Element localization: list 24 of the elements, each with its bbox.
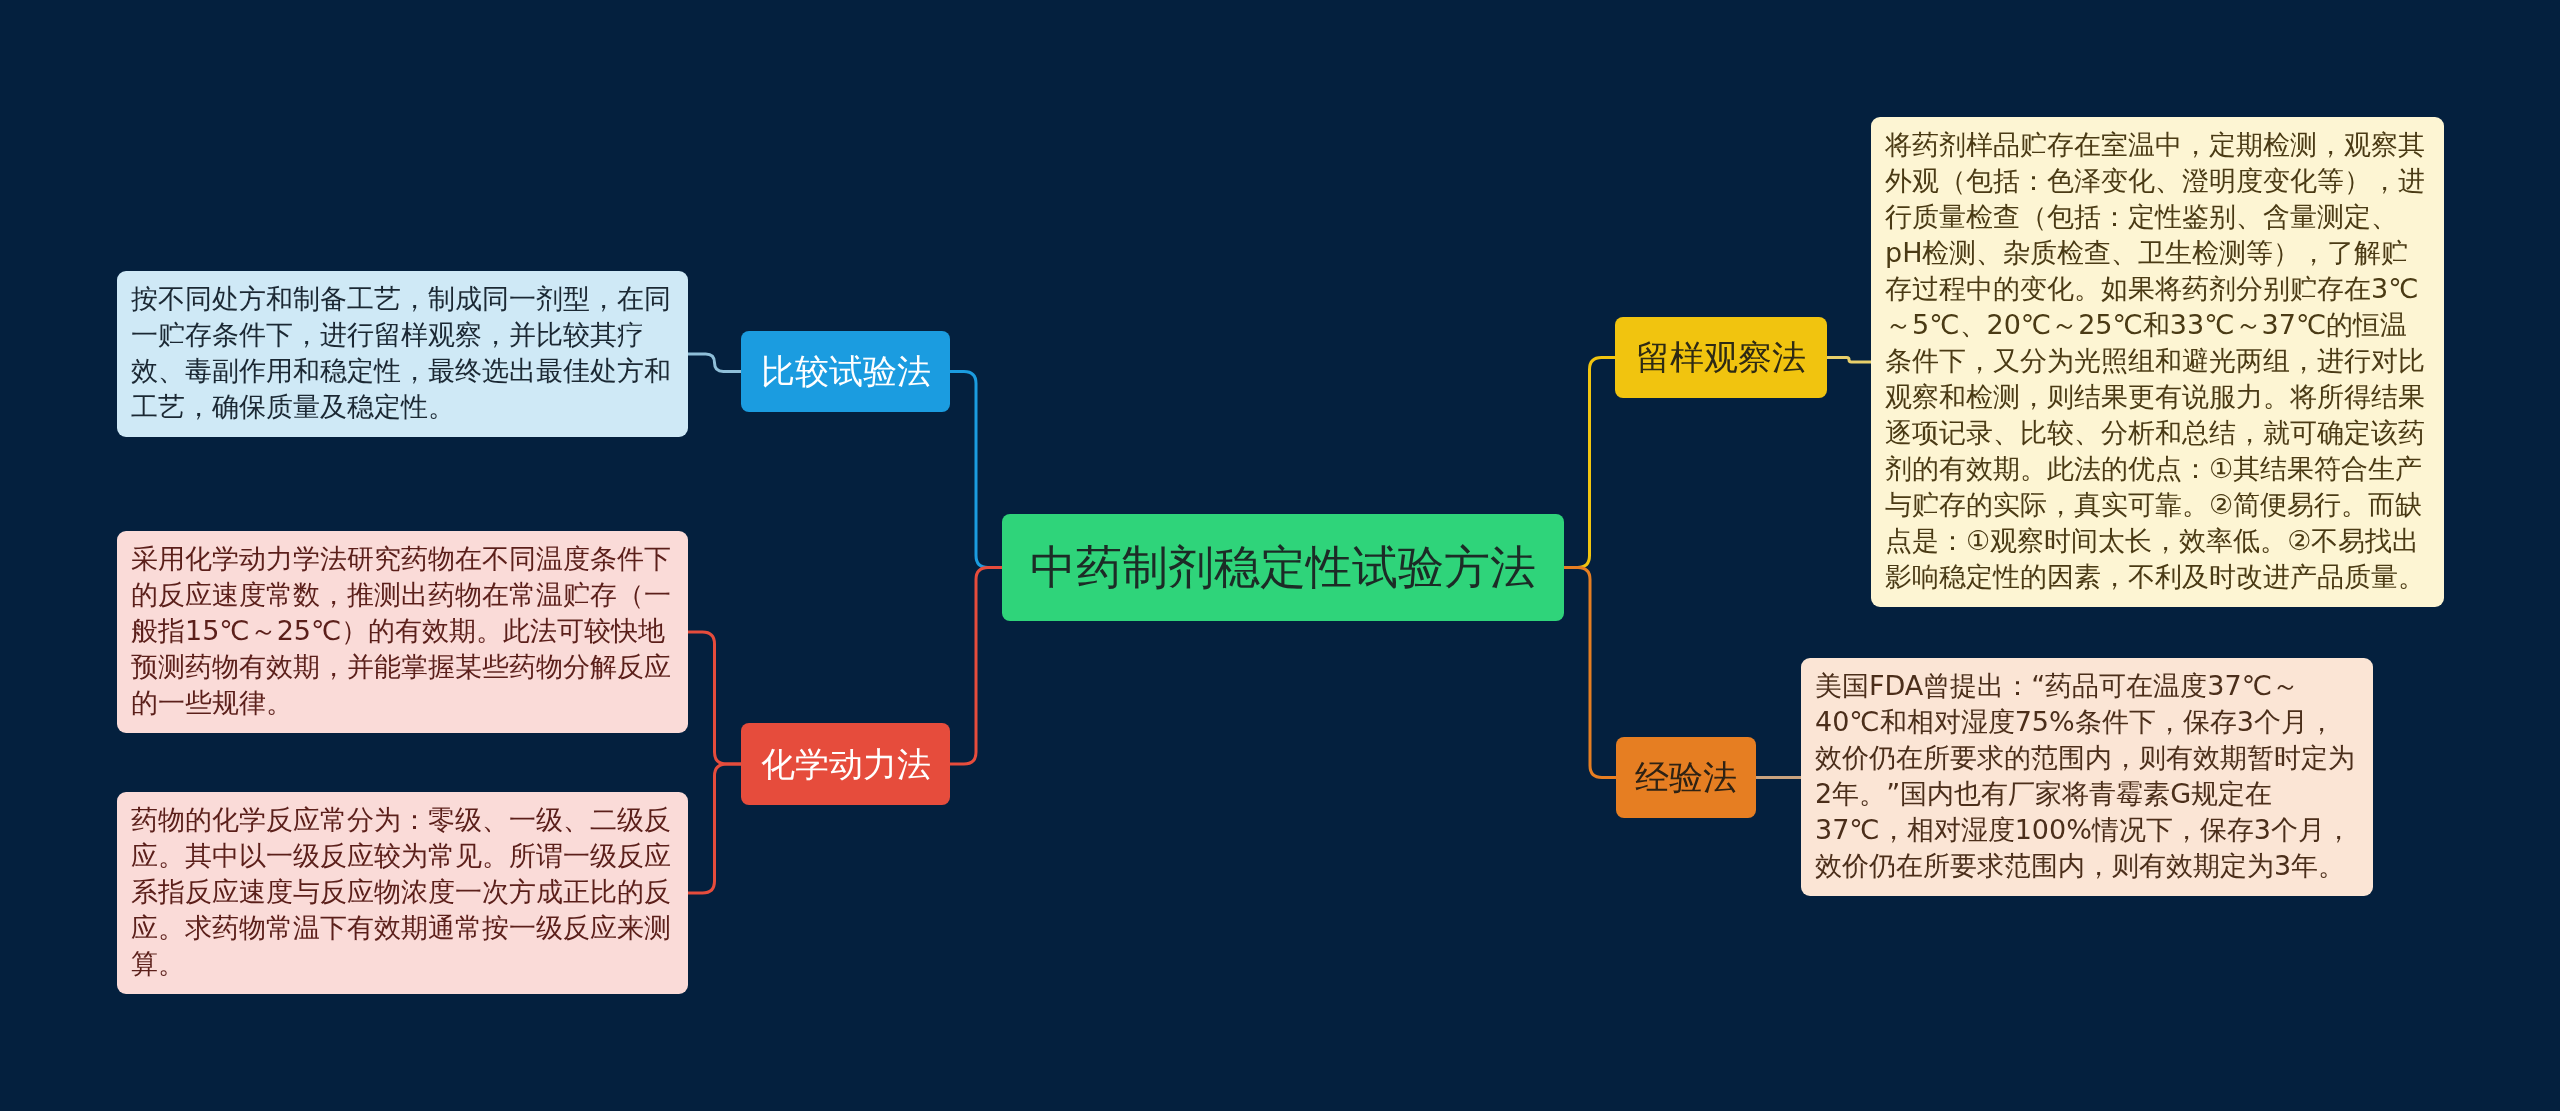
branch-title: 比较试验法 bbox=[760, 351, 931, 392]
note-text: 将药剂样品贮存在室温中，定期检测，观察其外观（包括：色泽变化、澄明度变化等），进行质量检查（包括：定性鉴别、含量测定、pH检测、杂质检查、卫生检测等），了解贮存过程中的变化。如果将药剂分别贮存在3℃～5℃、20℃～25℃和33℃～37℃的恒温条件下，又分为光照组和避光两组，进行对比观察和检测，则结果更有说服力。将所得结果逐项记录、比较、分析和总结，就可确定该药剂的有效期。此法的优点：①其结果符合生产与贮存的实际，真实可靠。②简便易行。而缺点是：①观察时间太长，效率低。②不易找出影响稳定性的因素，不利及时改进产品质量。 bbox=[1885, 128, 2426, 594]
branch-title: 化学动力法 bbox=[760, 743, 931, 785]
connector-line bbox=[950, 566, 1002, 766]
branch-title: 经验法 bbox=[1635, 757, 1737, 798]
note-text: 美国FDA曾提出：“药品可在温度37℃～40℃和相对湿度75%条件下，保存3个月，效价仍在所要求的范围内，则有效期暂时定为2年。”国内也有厂家将青霉素G规定在37℃，相对湿度100%情况下，保存3个月，效价仍在所要求范围内，则有效期定为3年。 bbox=[1815, 669, 2356, 883]
branch-topic bbox=[741, 723, 950, 805]
note-card bbox=[117, 792, 688, 994]
branch-topic bbox=[741, 331, 950, 412]
note-text: 按不同处方和制备工艺，制成同一剂型，在同一贮存条件下，进行留样观察，并比较其疗效、毒副作用和稳定性，最终选出最佳处方和工艺，确保质量及稳定性。 bbox=[131, 282, 672, 424]
note-card bbox=[117, 531, 688, 733]
connector-line bbox=[1564, 566, 1616, 779]
connector-line bbox=[1827, 356, 1871, 364]
connector-line bbox=[688, 352, 741, 373]
connector-line bbox=[1756, 776, 1801, 779]
branch-topic bbox=[1616, 737, 1756, 818]
branch-topic bbox=[1615, 317, 1827, 398]
branch-title: 留样观察法 bbox=[1636, 337, 1806, 378]
note-card bbox=[117, 271, 688, 437]
central-topic bbox=[1002, 514, 1564, 621]
note-text: 采用化学动力学法研究药物在不同温度条件下的反应速度常数，推测出药物在常温贮存（一般指15℃～25℃）的有效期。此法可较快地预测药物有效期，并能掌握某些药物分解反应的一些规律。 bbox=[131, 542, 672, 720]
connector-line bbox=[688, 762, 741, 895]
topic-title: 中药制剂稳定性试验方法 bbox=[1030, 539, 1536, 596]
note-text: 药物的化学反应常分为：零级、一级、二级反应。其中以一级反应较为常见。所谓一级反应系指反应速度与反应物浓度一次方成正比的反应。求药物常温下有效期通常按一级反应来测算。 bbox=[131, 803, 672, 981]
